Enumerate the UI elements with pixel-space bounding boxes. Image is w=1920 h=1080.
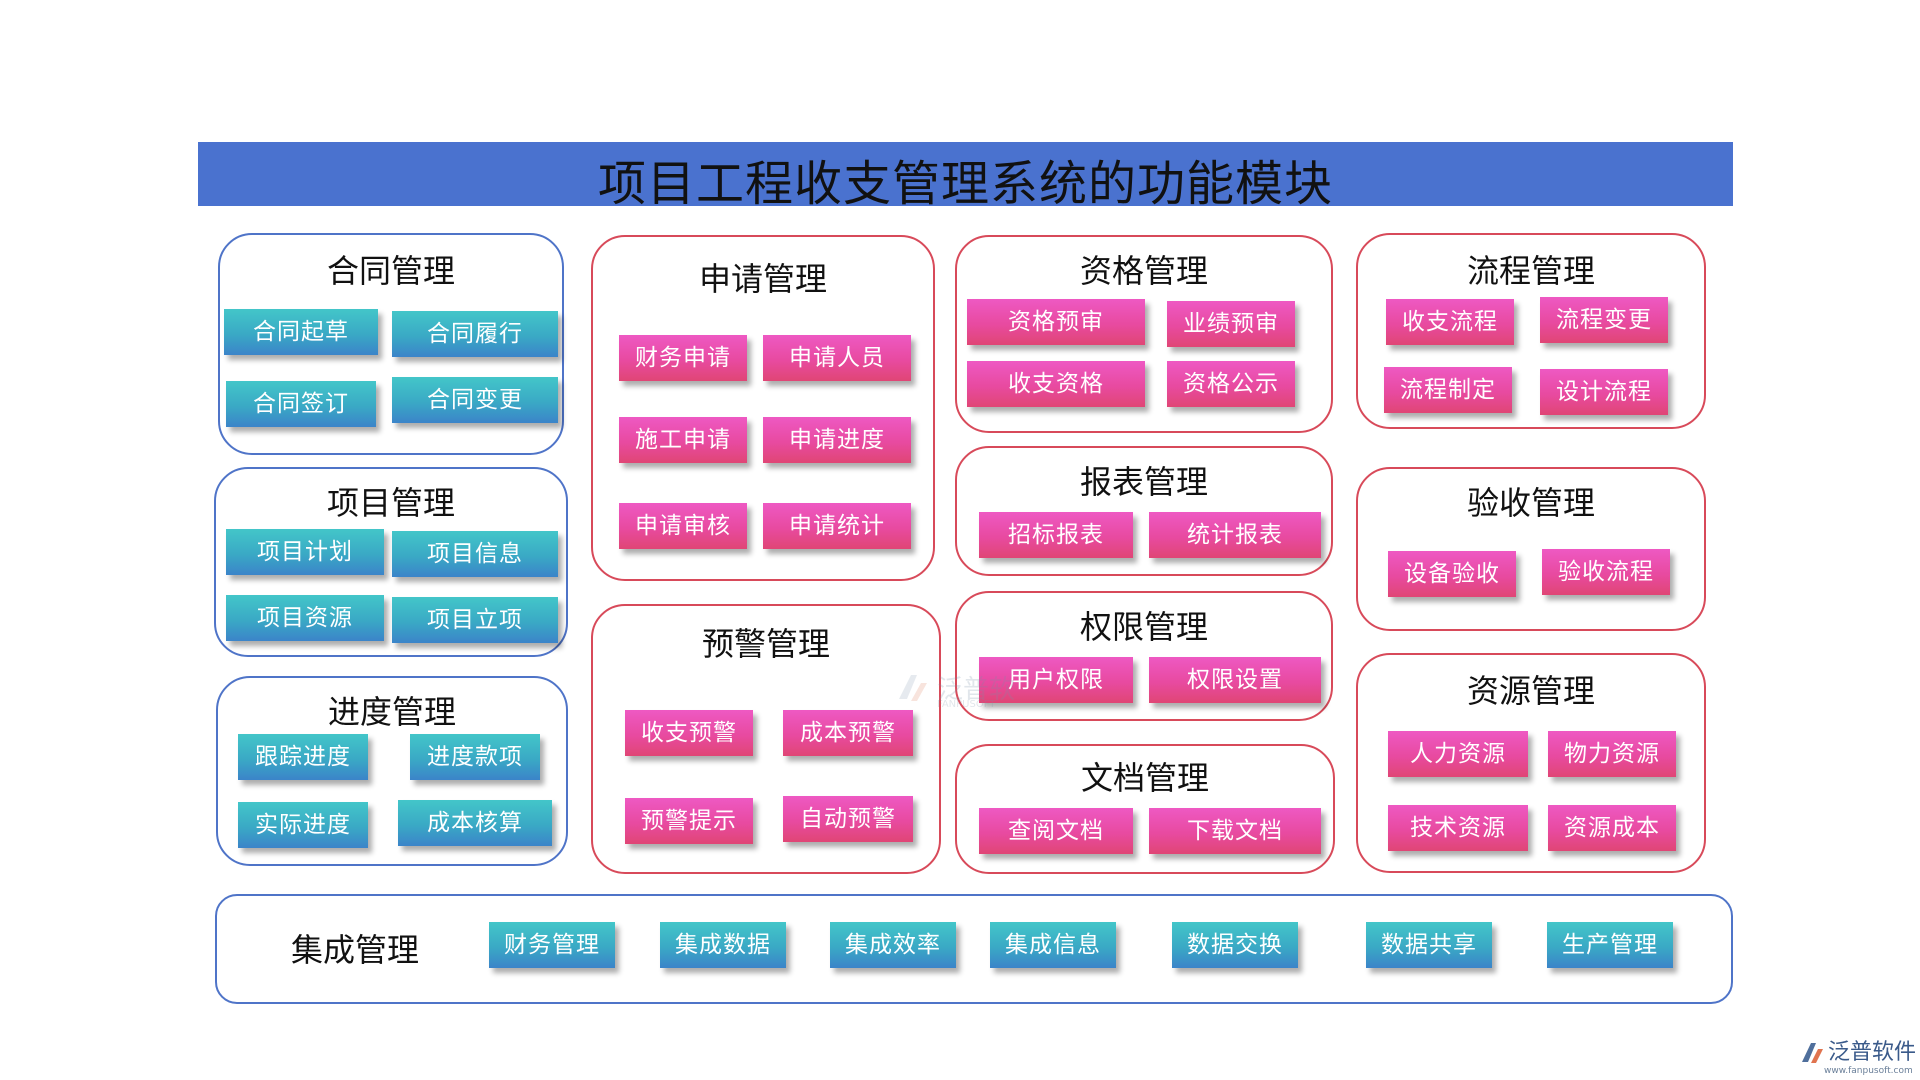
qualification-item-finance[interactable]: 收支资格 <box>967 361 1145 407</box>
contract-panel: 合同管理 合同起草 合同履行 合同签订 合同变更 <box>218 233 564 455</box>
resource-panel-title: 资源管理 <box>1466 672 1595 710</box>
progress-item-track[interactable]: 跟踪进度 <box>238 734 368 780</box>
document-item-view[interactable]: 查阅文档 <box>979 808 1133 854</box>
brand-logo-text: 泛普软件 <box>1828 1040 1917 1065</box>
report-panel: 报表管理 招标报表 统计报表 <box>955 446 1333 576</box>
progress-panel-title: 进度管理 <box>327 693 456 731</box>
progress-panel: 进度管理 跟踪进度 进度款项 实际进度 成本核算 <box>216 676 568 866</box>
acceptance-item-process[interactable]: 验收流程 <box>1542 549 1670 595</box>
apply-item-progress[interactable]: 申请进度 <box>763 417 911 463</box>
brand-logo-icon <box>1802 1043 1823 1063</box>
integration-item-finance[interactable]: 财务管理 <box>489 922 615 968</box>
contract-item-change[interactable]: 合同变更 <box>392 377 558 423</box>
integration-item-efficiency[interactable]: 集成效率 <box>830 922 956 968</box>
project-panel: 项目管理 项目计划 项目信息 项目资源 项目立项 <box>214 467 568 657</box>
document-item-download[interactable]: 下载文档 <box>1149 808 1321 854</box>
qualification-panel: 资格管理 资格预审 业绩预审 收支资格 资格公示 <box>955 235 1333 433</box>
integration-item-data[interactable]: 集成数据 <box>660 922 786 968</box>
warning-panel: 预警管理 收支预警 成本预警 预警提示 自动预警 <box>591 604 941 874</box>
integration-item-production[interactable]: 生产管理 <box>1547 922 1673 968</box>
document-panel-title: 文档管理 <box>1080 759 1209 797</box>
report-panel-title: 报表管理 <box>1079 463 1208 501</box>
process-item-finance[interactable]: 收支流程 <box>1386 299 1514 345</box>
resource-item-human[interactable]: 人力资源 <box>1388 731 1528 777</box>
project-item-setup[interactable]: 项目立项 <box>392 597 558 643</box>
contract-item-perform[interactable]: 合同履行 <box>392 311 558 357</box>
warning-item-budget[interactable]: 收支预警 <box>625 710 753 756</box>
project-panel-title: 项目管理 <box>326 484 455 522</box>
resource-item-technical[interactable]: 技术资源 <box>1388 805 1528 851</box>
integration-item-info[interactable]: 集成信息 <box>990 922 1116 968</box>
apply-item-construction[interactable]: 施工申请 <box>619 417 747 463</box>
warning-item-cost[interactable]: 成本预警 <box>783 710 913 756</box>
apply-item-personnel[interactable]: 申请人员 <box>763 335 911 381</box>
apply-panel: 申请管理 财务申请 申请人员 施工申请 申请进度 申请审核 申请统计 <box>591 235 935 581</box>
integration-panel-title: 集成管理 <box>290 931 419 969</box>
permission-item-settings[interactable]: 权限设置 <box>1149 657 1321 703</box>
contract-item-draft[interactable]: 合同起草 <box>224 309 378 355</box>
title-bar <box>198 142 1733 206</box>
progress-item-cost[interactable]: 成本核算 <box>398 800 552 846</box>
apply-item-review[interactable]: 申请审核 <box>619 503 747 549</box>
process-panel: 流程管理 收支流程 流程变更 流程制定 设计流程 <box>1356 233 1706 429</box>
report-item-statistics[interactable]: 统计报表 <box>1149 512 1321 558</box>
progress-item-actual[interactable]: 实际进度 <box>238 802 368 848</box>
qualification-item-prequal[interactable]: 资格预审 <box>967 299 1145 345</box>
process-item-define[interactable]: 流程制定 <box>1384 367 1512 413</box>
permission-item-user[interactable]: 用户权限 <box>979 657 1133 703</box>
process-item-change[interactable]: 流程变更 <box>1540 297 1668 343</box>
qualification-panel-title: 资格管理 <box>1079 252 1208 290</box>
brand-logo-url: www.fanpusoft.com <box>1824 1066 1913 1076</box>
acceptance-item-equipment[interactable]: 设备验收 <box>1388 551 1516 597</box>
permission-panel: 权限管理 用户权限 权限设置 <box>955 591 1333 721</box>
project-item-resource[interactable]: 项目资源 <box>226 595 384 641</box>
resource-panel: 资源管理 人力资源 物力资源 技术资源 资源成本 <box>1356 653 1706 873</box>
page-title: 项目工程收支管理系统的功能模块 <box>597 156 1333 212</box>
apply-panel-title: 申请管理 <box>698 260 827 298</box>
warning-panel-title: 预警管理 <box>701 625 830 663</box>
resource-item-cost[interactable]: 资源成本 <box>1548 805 1676 851</box>
apply-item-statistics[interactable]: 申请统计 <box>763 503 911 549</box>
report-item-tender[interactable]: 招标报表 <box>979 512 1133 558</box>
document-panel: 文档管理 查阅文档 下载文档 <box>955 744 1335 874</box>
acceptance-panel: 验收管理 设备验收 验收流程 <box>1356 467 1706 631</box>
permission-panel-title: 权限管理 <box>1079 608 1208 646</box>
project-item-plan[interactable]: 项目计划 <box>226 529 384 575</box>
process-item-design[interactable]: 设计流程 <box>1540 369 1668 415</box>
progress-item-payment[interactable]: 进度款项 <box>410 734 540 780</box>
process-panel-title: 流程管理 <box>1466 252 1595 290</box>
warning-item-notice[interactable]: 预警提示 <box>625 798 753 844</box>
brand-logo: 泛普软件 www.fanpusoft.com <box>1800 1040 1918 1078</box>
resource-item-material[interactable]: 物力资源 <box>1548 731 1676 777</box>
integration-item-exchange[interactable]: 数据交换 <box>1172 922 1298 968</box>
apply-item-finance[interactable]: 财务申请 <box>619 335 747 381</box>
project-item-info[interactable]: 项目信息 <box>392 531 558 577</box>
contract-item-sign[interactable]: 合同签订 <box>226 381 376 427</box>
contract-panel-title: 合同管理 <box>326 252 455 290</box>
acceptance-panel-title: 验收管理 <box>1466 484 1595 522</box>
integration-item-sharing[interactable]: 数据共享 <box>1366 922 1492 968</box>
qualification-item-publicity[interactable]: 资格公示 <box>1167 361 1295 407</box>
warning-item-auto[interactable]: 自动预警 <box>783 796 913 842</box>
qualification-item-performance[interactable]: 业绩预审 <box>1167 301 1295 347</box>
